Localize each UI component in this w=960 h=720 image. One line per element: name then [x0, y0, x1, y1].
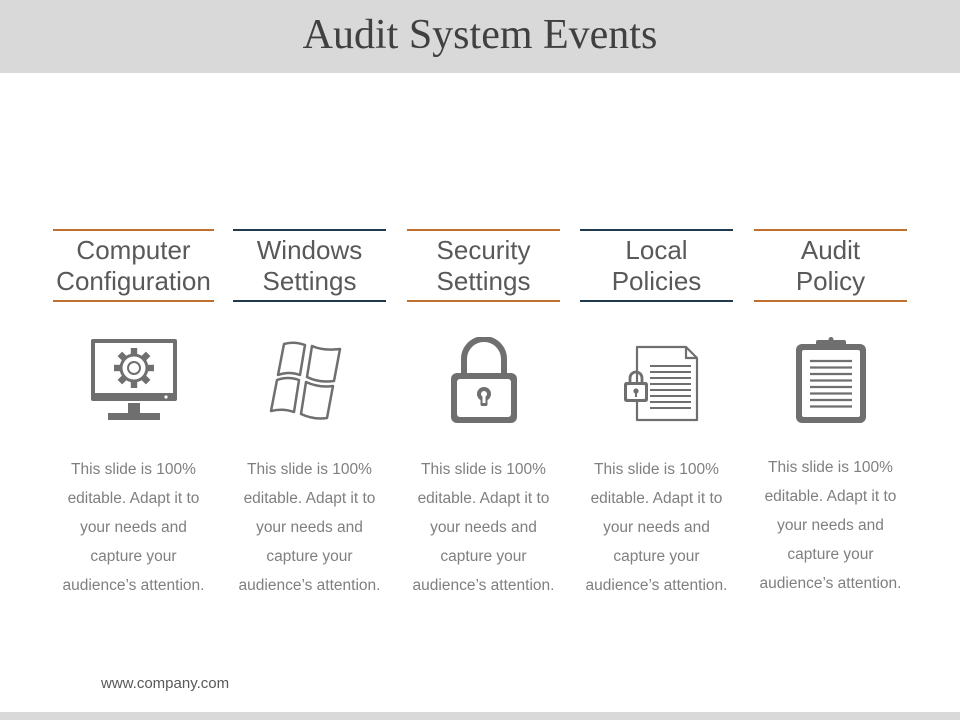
monitor-gear-icon: [86, 337, 182, 425]
bottom-band: [0, 712, 960, 720]
header-band: [0, 0, 960, 73]
column-heading: Local Policies: [611, 234, 702, 296]
column-heading: Computer Configuration: [56, 234, 211, 296]
column-heading: Windows Settings: [256, 234, 363, 296]
clipboard-icon: [783, 337, 879, 425]
column-body-text: This slide is 100% editable. Adapt it to…: [62, 461, 205, 594]
slide-title: Audit System Events: [302, 12, 658, 58]
windows-logo-icon: [262, 337, 358, 425]
column-security-settings: Security Settings This slide is 100% edi…: [407, 229, 560, 599]
column-local-policies: Local Policies This slide is 100% editab…: [580, 229, 733, 599]
column-audit-policy: Audit Policy This slide is 100% editable…: [754, 229, 907, 599]
heading-box: Security Settings: [407, 229, 560, 302]
column-body-text: This slide is 100% editable. Adapt it to…: [238, 461, 381, 594]
heading-box: Computer Configuration: [53, 229, 214, 302]
column-body-text: This slide is 100% editable. Adapt it to…: [585, 461, 728, 594]
heading-box: Local Policies: [580, 229, 733, 302]
footer-url: www.company.com: [101, 675, 230, 692]
column-body-text: This slide is 100% editable. Adapt it to…: [759, 459, 902, 592]
column-heading: Audit Policy: [795, 234, 866, 296]
locked-document-icon: [609, 337, 705, 425]
padlock-icon: [436, 337, 532, 425]
column-windows-settings: Windows Settings This slide is 100% edit…: [233, 229, 386, 599]
column-body-text: This slide is 100% editable. Adapt it to…: [412, 461, 555, 594]
column-computer-configuration: Computer Configuration: [53, 229, 214, 599]
heading-box: Windows Settings: [233, 229, 386, 302]
heading-box: Audit Policy: [754, 229, 907, 302]
column-heading: Security Settings: [436, 234, 531, 296]
